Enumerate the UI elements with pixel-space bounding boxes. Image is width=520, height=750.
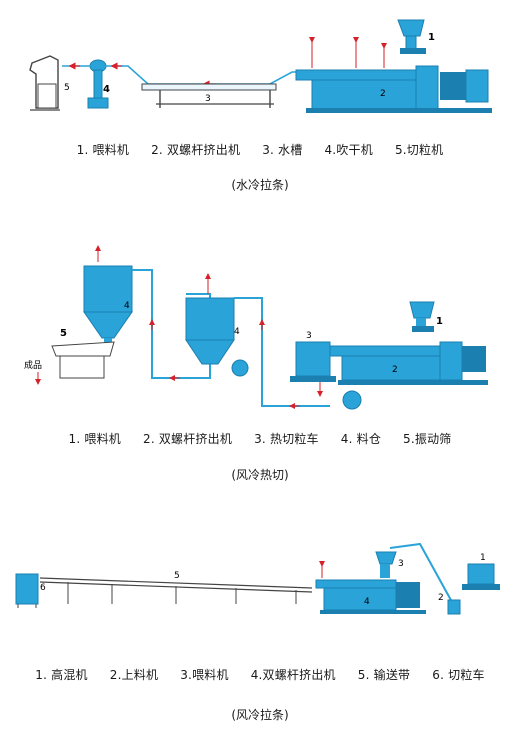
conveyor-belt bbox=[39, 577, 313, 604]
legend-item: 1. 喂料机 bbox=[76, 143, 130, 157]
legend-item: 5. 输送带 bbox=[357, 668, 411, 682]
legend-item: 2.上料机 bbox=[109, 668, 159, 682]
diagram-air-cooled-strand: 6 5 4 3 2 bbox=[15, 542, 500, 615]
legend-item: 1. 喂料机 bbox=[68, 432, 121, 446]
legend-air-cooled-hot-cut: 1. 喂料机 2. 双螺杆挤出机 3. 热切粒车 4. 料仓 5.振动筛 bbox=[0, 430, 520, 447]
legend-air-cooled-strand: 1. 高混机 2.上料机 3.喂料机 4.双螺杆挤出机 5. 输送带 6. 切粒… bbox=[0, 666, 520, 683]
legend-item: 1. 高混机 bbox=[35, 668, 88, 682]
label-3: 3 bbox=[205, 94, 211, 104]
label-1: 1 bbox=[480, 553, 486, 563]
panel-air-cooled-hot-cut: 4 5 成品 4 3 bbox=[0, 230, 520, 490]
legend-item: 6. 切粒车 bbox=[432, 668, 485, 682]
label-4: 4 bbox=[364, 597, 370, 607]
feeder-hopper bbox=[397, 19, 426, 54]
legend-item: 4. 料仓 bbox=[340, 432, 382, 446]
hot-cut-pelletizer bbox=[290, 341, 336, 382]
label-4-right: 4 bbox=[234, 327, 240, 337]
legend-item: 3.喂料机 bbox=[180, 668, 229, 682]
caption-water-cooled-strand: (水冷拉条) bbox=[231, 178, 289, 192]
caption-air-cooled-hot-cut: (风冷热切) bbox=[231, 468, 289, 482]
diagram-water-cooled-strand: 5 4 3 bbox=[29, 19, 492, 113]
label-2: 2 bbox=[392, 365, 398, 375]
twin-screw-extruder bbox=[295, 37, 492, 113]
label-5: 5 bbox=[60, 328, 67, 339]
label-3: 3 bbox=[398, 559, 404, 569]
label-2: 2 bbox=[380, 89, 386, 99]
legend-item: 2. 双螺杆挤出机 bbox=[142, 432, 233, 446]
panel-air-cooled-strand: 6 5 4 3 2 bbox=[0, 530, 520, 740]
high-speed-mixer bbox=[462, 563, 500, 590]
feeder-hopper bbox=[375, 551, 397, 578]
twin-screw-extruder bbox=[315, 561, 426, 614]
label-1: 1 bbox=[428, 32, 435, 43]
diagram-air-cooled-hot-cut: 4 5 成品 4 3 bbox=[24, 245, 488, 410]
legend-water-cooled-strand: 1. 喂料机 2. 双螺杆挤出机 3. 水槽 4.吹干机 5.切粒机 bbox=[0, 141, 520, 158]
label-4: 4 bbox=[103, 84, 110, 95]
label-6: 6 bbox=[40, 583, 46, 593]
label-2: 2 bbox=[438, 593, 444, 603]
legend-item: 4.吹干机 bbox=[324, 143, 373, 157]
legend-item: 5.切粒机 bbox=[394, 143, 444, 157]
label-5: 5 bbox=[174, 571, 180, 581]
vibrating-screen bbox=[51, 341, 115, 379]
legend-item: 3. 水槽 bbox=[262, 143, 303, 157]
label-1: 1 bbox=[436, 316, 443, 327]
twin-screw-extruder bbox=[329, 341, 488, 385]
silo-left bbox=[83, 265, 133, 348]
pelletizer-cart bbox=[15, 573, 39, 608]
legend-item: 5.振动筛 bbox=[403, 432, 452, 446]
water-tank bbox=[141, 83, 277, 108]
silo-right bbox=[185, 297, 249, 377]
caption-air-cooled-strand: (风冷拉条) bbox=[231, 708, 289, 722]
legend-item: 3. 热切粒车 bbox=[254, 432, 319, 446]
label-3: 3 bbox=[306, 331, 312, 341]
product-label: 成品 bbox=[24, 359, 42, 371]
legend-item: 2. 双螺杆挤出机 bbox=[151, 143, 241, 157]
label-5: 5 bbox=[64, 83, 70, 93]
feeder-hopper bbox=[409, 301, 435, 332]
label-4-left: 4 bbox=[124, 301, 130, 311]
panel-water-cooled-strand: 5 4 3 bbox=[0, 0, 520, 200]
pelletizer-machine bbox=[29, 55, 60, 111]
legend-item: 4.双螺杆挤出机 bbox=[250, 668, 336, 682]
